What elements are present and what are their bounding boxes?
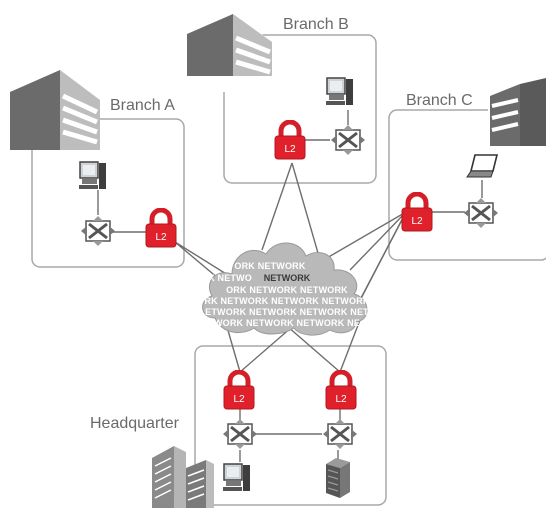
cloud-text-line: RK NETWORK NETWORK NETWO bbox=[100, 273, 252, 283]
headquarter-box bbox=[194, 345, 387, 506]
branch-c-label: Branch C bbox=[406, 92, 473, 109]
switch-icon bbox=[463, 198, 499, 228]
lock-label: L2 bbox=[284, 144, 296, 155]
cloud-text-line: WORK NETWORK NETWORK NE bbox=[214, 318, 360, 328]
network-cloud: NETWORK ORK NETWORK RK NETWORK NETWORK N… bbox=[100, 242, 370, 336]
computer-icon bbox=[78, 161, 107, 190]
server-icon bbox=[325, 458, 351, 498]
switch-icon bbox=[222, 419, 258, 449]
headquarter-label: Headquarter bbox=[90, 415, 180, 432]
building-icon bbox=[10, 68, 100, 150]
cloud-icon bbox=[202, 242, 368, 336]
branch-b: Branch B L2 bbox=[187, 14, 366, 159]
headquarter: Headquarter L2 L2 bbox=[90, 372, 358, 508]
building-icon bbox=[488, 70, 546, 148]
branch-b-box bbox=[223, 34, 377, 184]
building-icon bbox=[187, 14, 272, 92]
computer-icon bbox=[325, 77, 354, 106]
computer-icon bbox=[222, 463, 251, 492]
cloud-text-line: ORK NETWORK NETWORK bbox=[226, 285, 348, 295]
lock-label: L2 bbox=[233, 394, 245, 405]
branch-a: Branch A L2 bbox=[10, 68, 176, 247]
lock-label: L2 bbox=[155, 232, 167, 243]
branch-c-box bbox=[388, 109, 546, 261]
cloud-text-line: ORK NETWORK bbox=[234, 261, 305, 271]
laptop-icon bbox=[466, 154, 498, 178]
office-towers-icon bbox=[152, 446, 214, 508]
branch-a-box bbox=[31, 118, 185, 268]
switch-icon bbox=[80, 216, 116, 246]
lock-label: L2 bbox=[335, 394, 347, 405]
switch-icon bbox=[322, 419, 358, 449]
cloud-main-word: NETWORK bbox=[264, 273, 311, 283]
cloud-text-line: RK NETWORK NETWORK NETWORK bbox=[204, 296, 369, 306]
branch-b-label: Branch B bbox=[283, 16, 349, 33]
lock-label: L2 bbox=[411, 216, 423, 227]
branch-c: Branch C L2 bbox=[402, 70, 546, 231]
cloud-text-line: ETWORK NETWORK NETWORK NET bbox=[205, 307, 369, 317]
branch-a-label: Branch A bbox=[110, 97, 175, 114]
switch-icon bbox=[330, 125, 366, 155]
